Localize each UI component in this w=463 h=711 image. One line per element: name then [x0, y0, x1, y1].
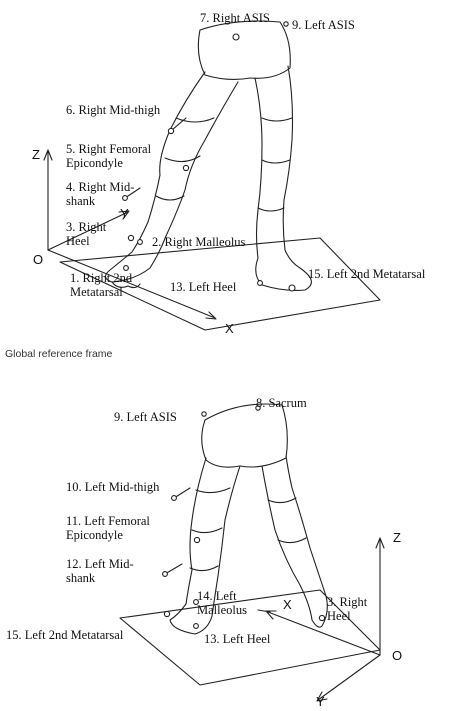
marker-dot-5 [183, 165, 188, 170]
marker-dot-6 [168, 128, 173, 133]
marker-dot-13-top [258, 281, 263, 286]
label-left-asis-top: 9. Left ASIS [292, 18, 355, 32]
marker-dot-9-top [284, 22, 288, 26]
top-left-leg-band-3 [258, 208, 284, 211]
label-left-mid-shank: 12. Left Mid- shank [66, 557, 134, 585]
label-left-femoral-epicondyle: 11. Left Femoral Epicondyle [66, 514, 150, 542]
label-left-2nd-metatarsal-bottom: 15. Left 2nd Metatarsal [6, 628, 123, 642]
bottom-left-leg-band-2 [192, 528, 222, 533]
top-left-leg-band-1 [262, 118, 292, 121]
label-right-asis: 7. Right ASIS [200, 11, 270, 25]
top-axis-x-label: X [225, 321, 234, 336]
label-left-2nd-metatarsal-top: 15. Left 2nd Metatarsal [308, 267, 425, 281]
bottom-left-leg-band-1 [196, 488, 230, 493]
marker-dot-15-bottom [164, 611, 169, 616]
top-left-leg-band-2 [262, 160, 290, 163]
bottom-right-leg-band-1 [268, 498, 296, 503]
label-right-heel-top: 3. Right Heel [66, 220, 106, 248]
top-pelvis [198, 21, 290, 79]
label-left-heel-bottom: 13. Left Heel [204, 632, 270, 646]
bottom-axis-x-label: X [283, 597, 292, 612]
marker-dot-3-top [128, 235, 133, 240]
marker-dot-10 [172, 496, 177, 501]
label-sacrum: 8. Sacrum [256, 396, 307, 410]
top-right-leg-band-3 [156, 196, 184, 200]
top-axis-y-label: Y [120, 206, 129, 221]
bottom-pelvis [202, 404, 288, 467]
label-right-femoral-epicondyle: 5. Right Femoral Epicondyle [66, 142, 151, 170]
label-left-malleolus: 14. Left Malleolus [197, 589, 247, 617]
label-right-heel-bottom: 3. Right Heel [327, 595, 367, 623]
bottom-right-leg-band-2 [278, 538, 306, 543]
marker-dot-9-bottom [202, 412, 206, 416]
marker-dot-1 [124, 266, 129, 271]
label-right-malleolus: 2. Right Malleolus [152, 235, 245, 249]
label-left-mid-thigh: 10. Left Mid-thigh [66, 480, 159, 494]
bottom-axis-y-label: Y [316, 694, 325, 709]
marker-dot-2 [138, 240, 143, 245]
label-right-mid-thigh: 6. Right Mid-thigh [66, 103, 160, 117]
bottom-axis-origin-label: O [392, 648, 402, 663]
marker-dot-15-top [289, 285, 295, 291]
label-left-asis-bottom: 9. Left ASIS [114, 410, 177, 424]
label-right-2nd-metatarsal: 1. Right 2nd Metatarsal [70, 271, 132, 299]
bottom-y-axis [318, 655, 380, 700]
label-right-mid-shank: 4. Right Mid- shank [66, 180, 134, 208]
marker-dot-13-bottom [194, 624, 199, 629]
bottom-right-leg [262, 456, 327, 627]
top-wand-right-mid-thigh [172, 118, 186, 130]
bottom-left-leg-band-3 [190, 566, 218, 571]
marker-dot-12 [163, 572, 168, 577]
label-left-heel-top: 13. Left Heel [170, 280, 236, 294]
bottom-axis-z-label: Z [393, 530, 401, 545]
top-axis-z-label: Z [32, 147, 40, 162]
marker-dot-7 [233, 34, 239, 40]
marker-dot-3-bottom [319, 615, 324, 620]
caption-global-reference-frame: Global reference frame [5, 348, 112, 360]
marker-dot-11 [194, 537, 199, 542]
top-left-leg [255, 66, 311, 290]
top-axis-origin-label: O [33, 252, 43, 267]
bottom-wand-left-mid-shank [165, 564, 182, 574]
